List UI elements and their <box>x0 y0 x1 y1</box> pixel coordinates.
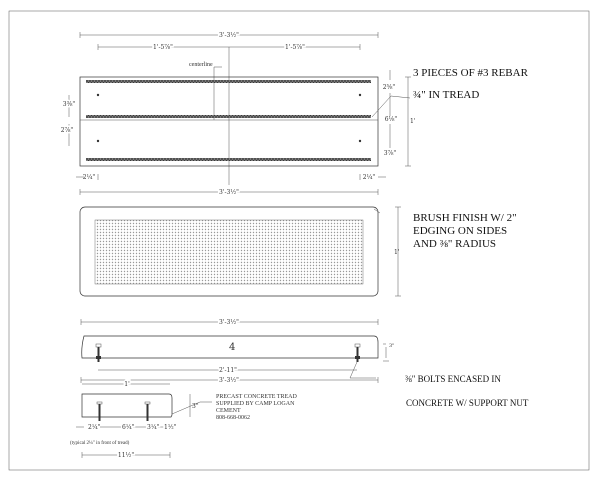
plan-right-top: 2⅝" <box>383 84 396 91</box>
section-view: 1' 3" PRECAST CONCRETE TREAD SUPPLIED BY… <box>70 380 297 461</box>
finish-note-line1: BRUSH FINISH W/ 2" <box>413 212 517 224</box>
brush-finish-area <box>94 219 364 285</box>
section-typical-note: (typical 2¼" in front of tread) <box>70 441 130 446</box>
plan-overall-bottom: 3'-3½" <box>219 189 239 196</box>
bolt-note-line1: ⅜" BOLTS ENCASED IN <box>405 374 501 384</box>
rebar <box>86 158 371 161</box>
plan-half-left: 1'-5⅞" <box>153 44 173 51</box>
elev-thickness: 3" <box>389 343 394 349</box>
rebar <box>86 115 371 118</box>
section-note-line1: PRECAST CONCRETE TREAD <box>216 394 297 400</box>
section-note-line4: 808-668-0062 <box>216 415 250 421</box>
rebar <box>86 80 371 83</box>
finish-height: 1' <box>394 249 400 256</box>
finish-note-line3: AND ⅜" RADIUS <box>413 238 496 250</box>
elev-overall-bottom: 3'-3½" <box>219 377 239 384</box>
elev-overall-top: 3'-3½" <box>219 319 239 326</box>
bolt-icon <box>95 343 102 362</box>
bolt-icon <box>96 401 103 421</box>
sheet-border <box>8 10 590 471</box>
centerline-label: centerline <box>189 62 213 68</box>
plan-left-top: 3⅜" <box>63 101 76 108</box>
section-d4: 1½" <box>164 424 177 431</box>
finish-note-line2: EDGING ON SIDES <box>413 225 507 237</box>
section-note-line3: CEMENT <box>216 408 241 414</box>
section-note-line2: SUPPLIED BY CAMP LOGAN <box>216 401 295 407</box>
plan-right-bot: 3⅞" <box>384 150 397 157</box>
rebar-note-line1: 3 PIECES OF #3 REBAR <box>413 67 529 79</box>
tread-plan-outline <box>79 76 379 167</box>
elev-mark: 4 <box>229 342 235 353</box>
section-overall: 11½" <box>118 452 134 459</box>
tread-section-outline <box>81 393 173 418</box>
bolt-locations <box>96 93 362 143</box>
plan-edge-left: 2¼" <box>83 174 96 181</box>
plan-right-mid: 6⅛" <box>385 116 398 123</box>
bolt-icon <box>354 343 361 362</box>
section-d2: 6¼" <box>122 424 135 431</box>
plan-view: 3'-3½" 1'-5⅞" 1'-5⅞" centerline 2⅝" 6⅛" … <box>59 31 529 198</box>
plan-overall-top: 3'-3½" <box>219 32 239 39</box>
elevation-view: 3'-3½" 4 3" 2'-11" 3'-3½" ⅜" BOLTS ENCAS… <box>80 318 529 408</box>
plan-half-right: 1'-5⅞" <box>285 44 305 51</box>
rebar-note-line2: ¾" IN TREAD <box>413 89 479 101</box>
plan-left-bot: 2⅞" <box>61 127 74 134</box>
section-width: 1' <box>124 381 130 388</box>
tread-elevation-outline <box>81 335 379 359</box>
plan-edge-right: 2¼" <box>363 174 376 181</box>
finish-view: 1' BRUSH FINISH W/ 2" EDGING ON SIDES AN… <box>79 206 517 297</box>
elev-bolt-spacing: 2'-11" <box>219 367 237 374</box>
section-d1: 2¼" <box>88 424 101 431</box>
section-d3: 3¼" <box>147 424 160 431</box>
tread-finish-outline <box>79 206 379 297</box>
section-height: 3" <box>192 403 199 410</box>
bolt-icon <box>144 401 151 421</box>
plan-right-total: 1' <box>410 118 416 125</box>
bolt-note-line2: CONCRETE W/ SUPPORT NUT <box>406 398 529 408</box>
